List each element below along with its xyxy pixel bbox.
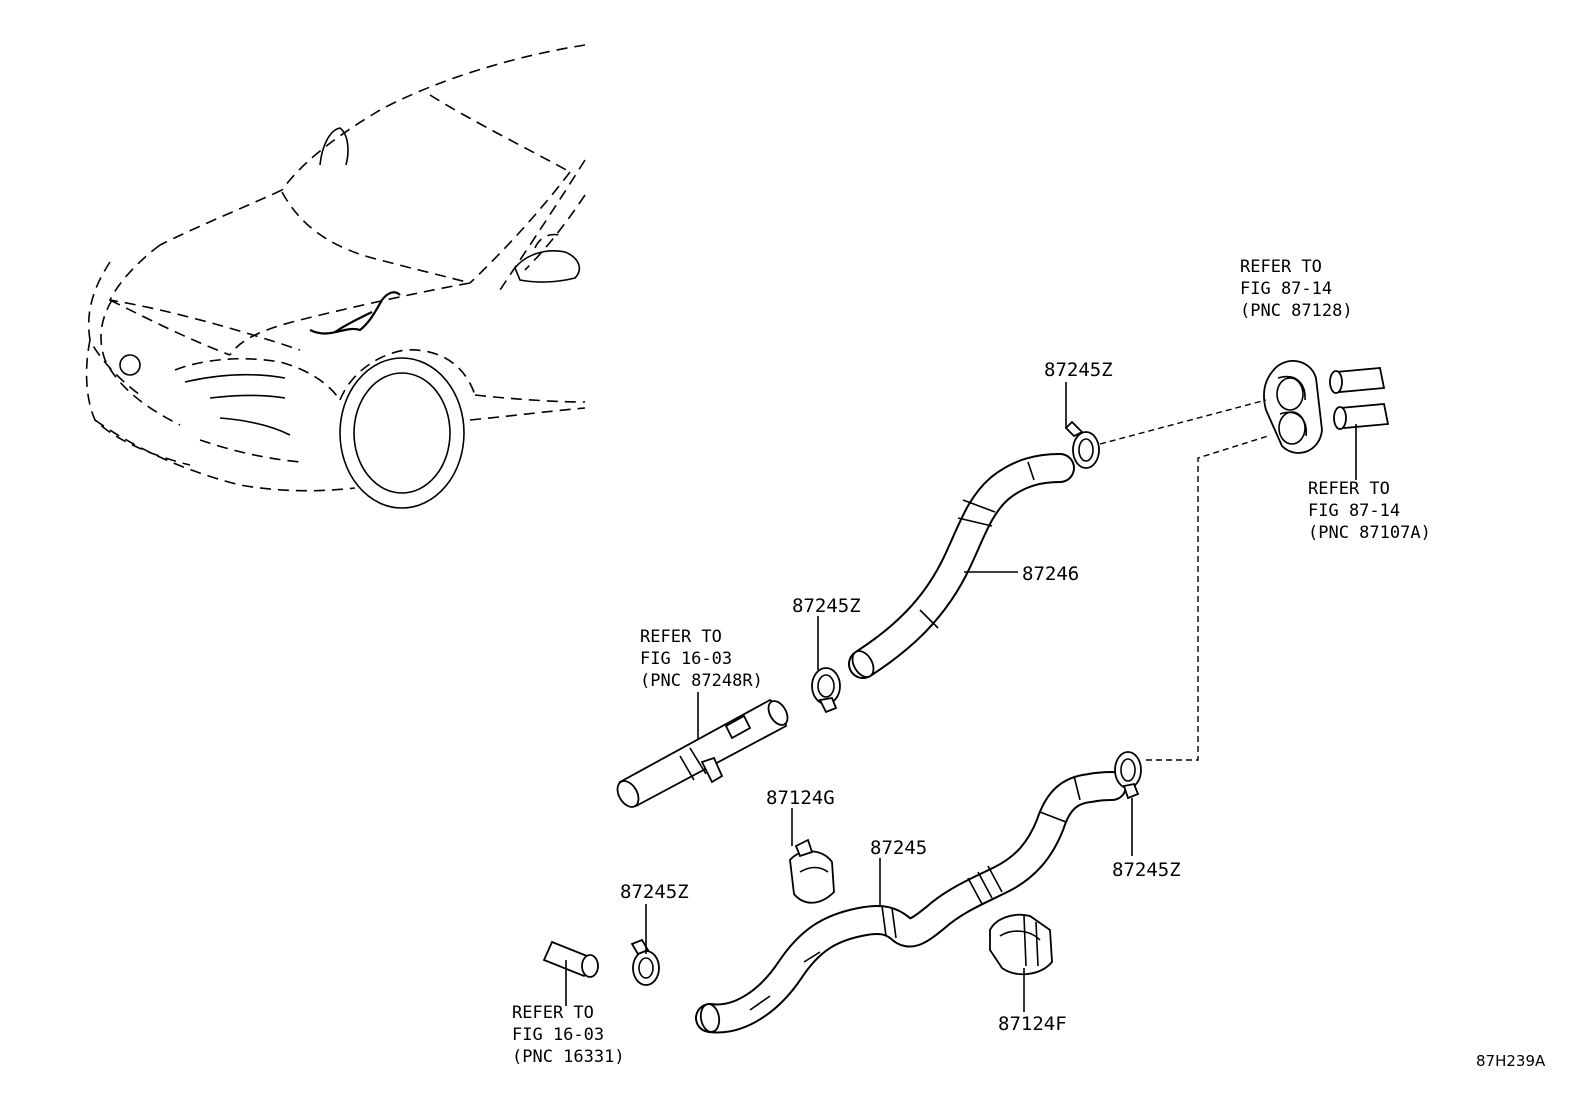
label-87245[interactable]: 87245 [870, 837, 927, 859]
ref-line: REFER TO [1240, 257, 1322, 277]
ref-line: FIG 87-14 [1240, 279, 1332, 299]
clip-87124f [989, 913, 1053, 976]
ref-line: FIG 87-14 [1308, 501, 1400, 521]
ref-line: (PNC 87107A) [1308, 523, 1431, 543]
water-pipe-87248r [616, 698, 789, 808]
label-87245z-right[interactable]: 87245Z [1112, 859, 1181, 881]
heater-water-connector [1263, 360, 1323, 454]
figure-code: 87H239A [1476, 1052, 1546, 1070]
label-87124f[interactable]: 87124F [998, 1013, 1067, 1035]
label-87245z-top[interactable]: 87245Z [1044, 359, 1113, 381]
label-87245z-bottom[interactable]: 87245Z [620, 881, 689, 903]
reference-87128: REFER TO FIG 87-14 (PNC 87128) [1240, 257, 1353, 321]
clamp-87245z-mid [811, 667, 841, 714]
vehicle-illustration [85, 44, 586, 509]
ref-line: REFER TO [512, 1003, 594, 1023]
label-87246[interactable]: 87246 [1022, 563, 1079, 585]
ref-line: FIG 16-03 [512, 1025, 604, 1045]
ref-line: (PNC 16331) [512, 1047, 625, 1067]
label-87245z-mid[interactable]: 87245Z [792, 595, 861, 617]
hose-87246 [848, 453, 1075, 679]
ref-line: FIG 16-03 [640, 649, 732, 669]
part-labels: 87245Z 87246 87245Z 87124G 87245 87245Z … [620, 359, 1181, 1035]
reference-16331: REFER TO FIG 16-03 (PNC 16331) [512, 1003, 625, 1067]
reference-87248r: REFER TO FIG 16-03 (PNC 87248R) [640, 627, 763, 691]
reference-87107a: REFER TO FIG 87-14 (PNC 87107A) [1308, 479, 1431, 543]
ref-line: REFER TO [640, 627, 722, 647]
label-87124g[interactable]: 87124G [766, 787, 835, 809]
clamp-87245z-right [1114, 751, 1142, 800]
hose-87245 [695, 771, 1127, 1034]
ref-line: REFER TO [1308, 479, 1390, 499]
ref-line: (PNC 87248R) [640, 671, 763, 691]
heater-pipes [1329, 367, 1390, 430]
clamp-87245z-top [1064, 420, 1100, 469]
ref-line: (PNC 87128) [1240, 301, 1353, 321]
clip-87124g [789, 838, 835, 904]
pipe-16331 [542, 940, 599, 978]
leader-lines [565, 382, 1357, 1012]
